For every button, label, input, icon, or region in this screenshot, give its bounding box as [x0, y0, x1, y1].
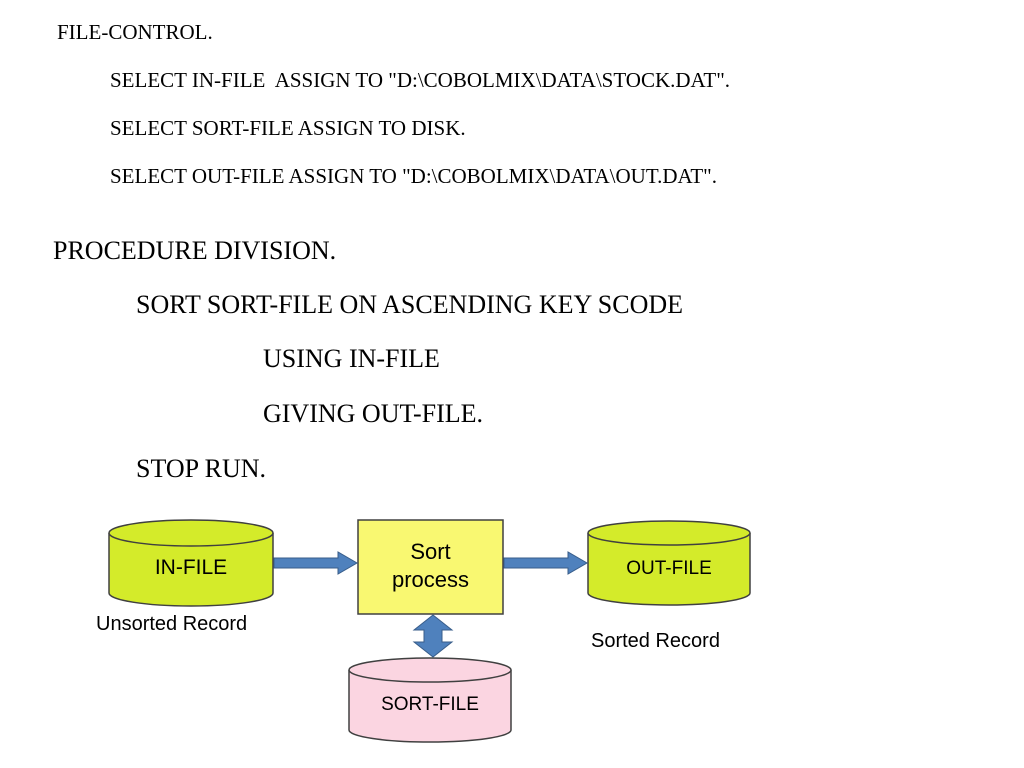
sorted-record-caption: Sorted Record [591, 630, 720, 652]
sort-process-box [357, 519, 504, 615]
select-in-file-line: SELECT IN-FILE ASSIGN TO "D:\COBOLMIX\DA… [110, 68, 731, 92]
sort-statement-line: SORT SORT-FILE ON ASCENDING KEY SCODE [136, 290, 684, 319]
out-file-cylinder [587, 520, 751, 606]
select-out-file-line: SELECT OUT-FILE ASSIGN TO "D:\COBOLMIX\D… [110, 164, 717, 188]
in-file-label: IN-FILE [154, 556, 228, 579]
arrow-right-icon [273, 551, 358, 575]
giving-clause-line: GIVING OUT-FILE. [263, 399, 484, 428]
in-file-cylinder [108, 519, 274, 607]
file-control-line: FILE-CONTROL. [57, 20, 213, 44]
sort-file-cylinder [348, 657, 512, 743]
out-file-label: OUT-FILE [626, 558, 712, 579]
procedure-division-line: PROCEDURE DIVISION. [53, 236, 337, 265]
unsorted-record-caption: Unsorted Record [96, 613, 248, 635]
using-clause-line: USING IN-FILE [263, 344, 440, 373]
select-sort-file-line: SELECT SORT-FILE ASSIGN TO DISK. [110, 116, 466, 140]
sort-process-label: Sort process [391, 539, 470, 592]
sort-file-label: SORT-FILE [381, 694, 479, 715]
arrow-right-icon [503, 551, 588, 575]
stop-run-line: STOP RUN. [136, 454, 267, 483]
double-arrow-vertical-icon [412, 614, 454, 658]
